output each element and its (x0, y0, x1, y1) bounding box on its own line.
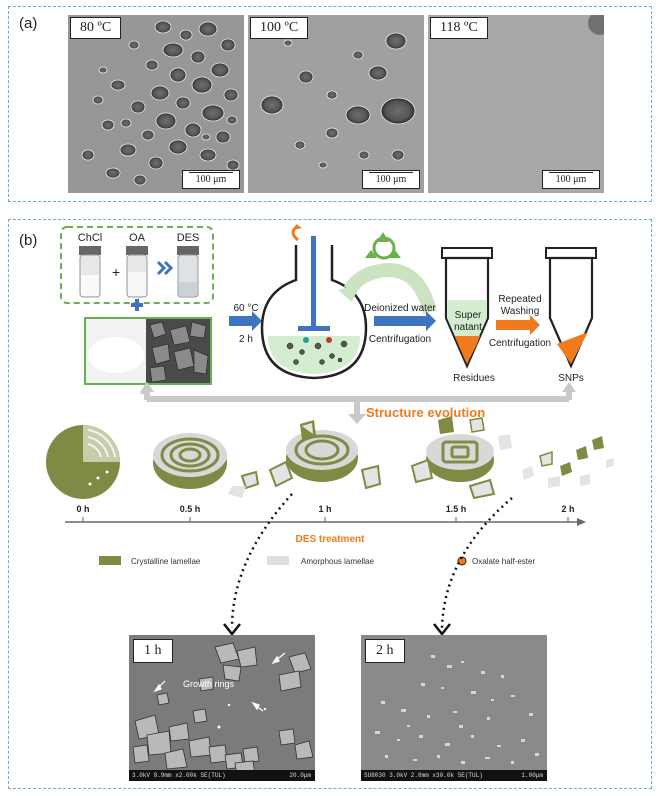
stage-2h-fragments (522, 436, 614, 488)
vial-des (177, 246, 199, 298)
stage-0h-sphere (46, 425, 120, 499)
sem-particles-1h (129, 635, 315, 781)
sem-footer-left: 3.0kV 8.9mm x2.00k SE(TUL) (132, 772, 226, 779)
panel-b-label: (b) (19, 232, 38, 249)
timeline-axis (65, 517, 586, 526)
sem-image-1h: 1 h Growth rings 3.0kV 8.9mm x2.00k SE(T… (129, 635, 315, 781)
residues-label: Residues (453, 373, 495, 384)
temperature-label: 100 ºC (250, 17, 309, 39)
supernatant-line1: Super (455, 310, 482, 321)
step3-arrow (496, 315, 540, 335)
step1-arrow (229, 311, 262, 331)
scale-bar: 100 μm (542, 170, 600, 189)
sem-image-2h: 2 h SU8030 3.0kV 2.8mm x30.0k SE(TUL) 1.… (361, 635, 547, 781)
stage-1h (228, 420, 382, 498)
step2-line1: Deionized water (364, 303, 436, 314)
panel-b: (b) (8, 219, 652, 789)
tick-1h: 1 h (318, 504, 331, 514)
droplets-sparse (248, 15, 424, 193)
scale-bar: 100 μm (182, 170, 240, 189)
sem-label-2h: 2 h (365, 639, 405, 663)
timeline-title: DES treatment (296, 534, 366, 545)
temperature-label: 118 ºC (430, 17, 488, 39)
clear-field (428, 15, 604, 193)
step3-line3: Centrifugation (489, 338, 551, 349)
evolution-bracket (140, 382, 576, 424)
scale-bar-label: 100 μm (375, 174, 407, 185)
legend-swatch-amorphous (267, 556, 289, 565)
vial-chcl (79, 246, 101, 298)
snps-label: SNPs (558, 373, 584, 384)
des-label: DES (177, 232, 200, 244)
scale-bar-label: 100 μm (195, 174, 227, 185)
step3-line2: Washing (501, 306, 540, 317)
sem-label-1h: 1 h (133, 639, 173, 663)
sem-footer-right: 20.0μm (289, 772, 311, 779)
panel-a: (a) 80 (8, 6, 652, 202)
vial-oa (126, 246, 148, 298)
step2-arrow (374, 311, 436, 331)
scale-bar: 100 μm (362, 170, 420, 189)
tick-0-5h: 0.5 h (180, 504, 201, 514)
structure-evolution-title: Structure evolution (366, 405, 485, 420)
step1-temp: 60 °C (233, 303, 258, 314)
dotted-arrow-1h (230, 493, 293, 629)
stage-1-5h (410, 416, 512, 500)
recycle-icon (365, 232, 401, 260)
step2-line2: Centrifugation (369, 334, 431, 345)
centrifuge-tube-residues (441, 247, 493, 369)
micrograph-100c: 100 ºC 100 μm (248, 15, 424, 193)
legend-swatch-crystalline (99, 556, 121, 565)
droplets-dense (68, 15, 244, 193)
tick-2h: 2 h (561, 504, 574, 514)
growth-rings-annotation: Growth rings (183, 679, 235, 689)
oa-label: OA (129, 232, 146, 244)
reaction-flask (260, 236, 368, 380)
panel-a-label: (a) (19, 15, 38, 32)
sem-footer-right: 1.00μm (521, 772, 543, 779)
tick-0h: 0 h (76, 504, 89, 514)
dotted-arrow-2h (440, 497, 513, 629)
sem-footer-1h: 3.0kV 8.9mm x2.00k SE(TUL) 20.0μm (129, 770, 315, 781)
recycle-arrow (343, 262, 437, 314)
sem-footer-2h: SU8030 3.0kV 2.8mm x30.0k SE(TUL) 1.00μm (361, 770, 547, 781)
micrograph-118c: 118 ºC 100 μm (428, 15, 604, 193)
plus-sign: + (112, 264, 120, 280)
scale-bar-label: 100 μm (555, 174, 587, 185)
plus-icon (131, 299, 143, 311)
supernatant-line2: natant (454, 322, 482, 333)
micrograph-80c: 80 ºC 100 μm (68, 15, 244, 193)
step1-time: 2 h (239, 334, 253, 345)
sem-footer-left: SU8030 3.0kV 2.8mm x30.0k SE(TUL) (364, 772, 483, 779)
legend-crystalline: Crystalline lamellae (131, 557, 201, 566)
legend-oxalate: Oxalate half-ester (472, 557, 535, 566)
centrifuge-tube-snps (545, 247, 597, 369)
chcl-label: ChCl (78, 232, 102, 244)
legend-swatch-oxalate (457, 556, 467, 566)
step3-line1: Repeated (498, 294, 541, 305)
tick-1-5h: 1.5 h (446, 504, 467, 514)
stage-0-5h (153, 433, 227, 489)
double-chevron-icon (156, 260, 174, 276)
temperature-label: 80 ºC (70, 17, 122, 39)
legend-amorphous: Amorphous lamellae (301, 557, 374, 566)
